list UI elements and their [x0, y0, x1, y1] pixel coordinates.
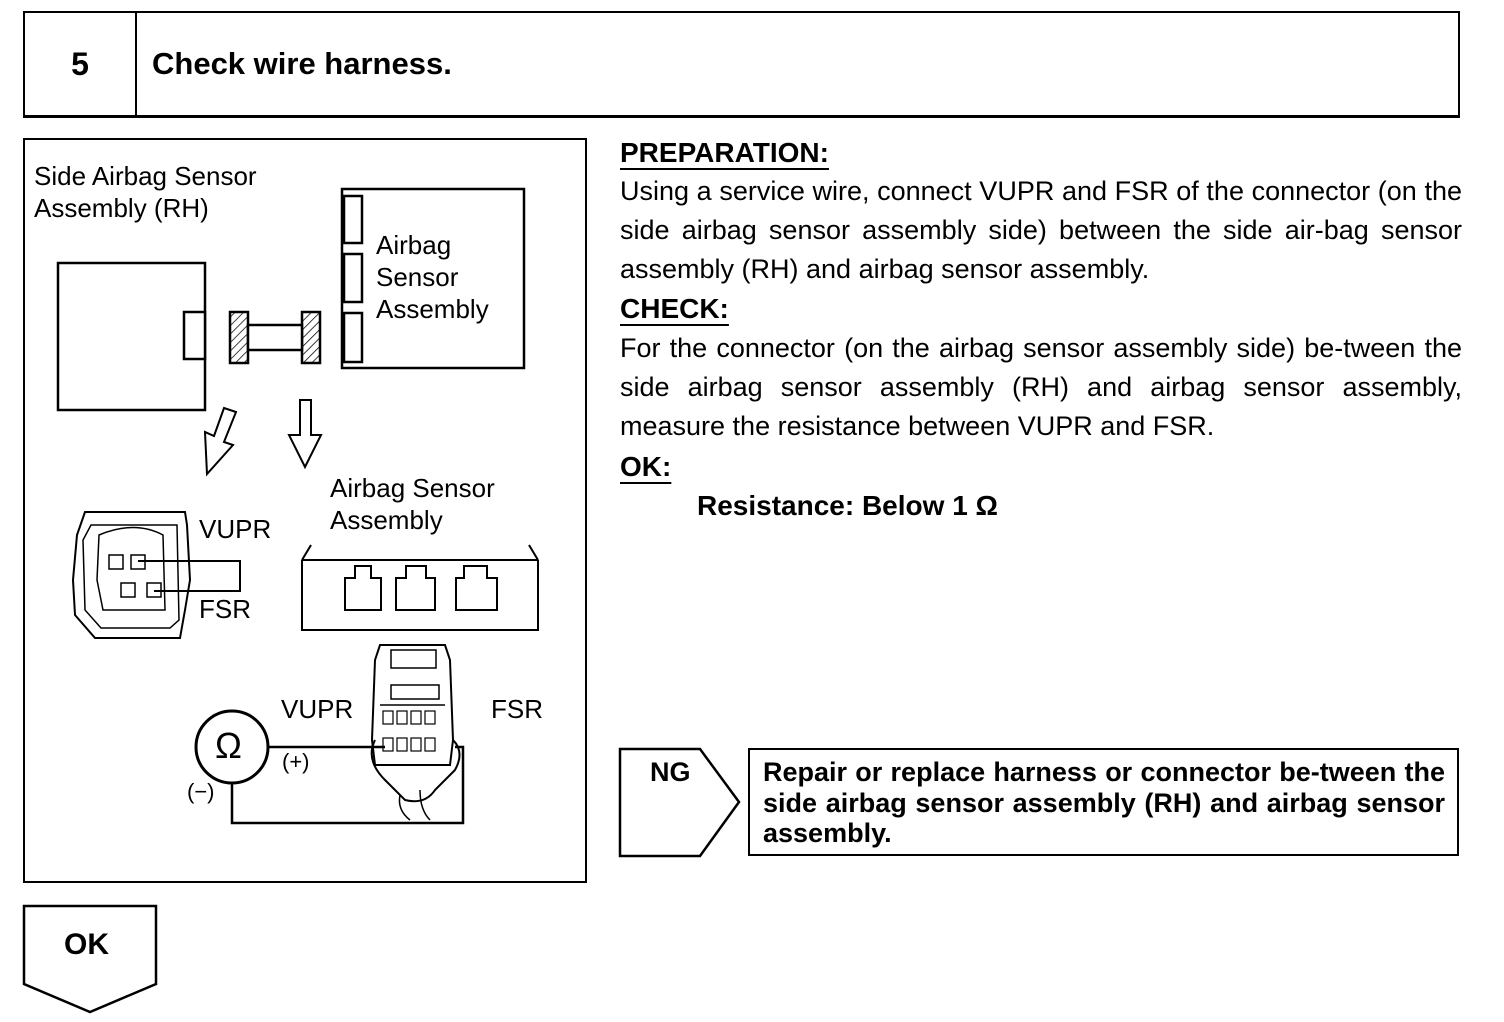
step-header: 5 Check wire harness.	[23, 11, 1460, 118]
harness-wire	[246, 323, 304, 352]
plus-lead-label: (+)	[282, 749, 310, 774]
side-sensor-label-2: Assembly (RH)	[34, 193, 209, 223]
preparation-text: Using a service wire, connect VUPR and F…	[620, 176, 1462, 284]
meter-vupr-label: VUPR	[281, 694, 354, 724]
service-wire	[138, 560, 241, 592]
airbag-sensor-port-2	[342, 252, 364, 304]
minus-lead-label: (−)	[187, 779, 215, 804]
step-number: 5	[25, 13, 137, 115]
diagram-drawing	[56, 187, 539, 825]
airbag-sensor-body	[340, 187, 526, 370]
check-text: For the connector (on the airbag sensor …	[620, 333, 1462, 441]
airbag-connector-label-1: Airbag Sensor	[330, 473, 495, 503]
airbag-sensor-port-1	[342, 194, 364, 245]
airbag-sensor-label-2: Sensor	[376, 262, 459, 292]
wiring-diagram: Side Airbag Sensor Assembly (RH) Airbag …	[23, 138, 587, 883]
ok-heading: OK:	[620, 451, 672, 482]
ng-action-box: Repair or replace harness or connector b…	[748, 748, 1459, 856]
resistance-spec: Resistance: Below 1 Ω	[697, 490, 998, 521]
airbag-connector-slot-3	[455, 565, 498, 611]
meter-fsr-label: FSR	[491, 694, 543, 724]
hand	[370, 739, 461, 803]
ohm-symbol: Ω	[215, 725, 242, 766]
check-heading: CHECK:	[620, 293, 729, 324]
airbag-sensor-label-1: Airbag	[376, 230, 452, 260]
connector-vupr-label: VUPR	[199, 514, 272, 544]
airbag-connector-slot-1	[344, 565, 382, 611]
connector-fsr-label: FSR	[199, 594, 251, 624]
lead-negative	[230, 745, 465, 825]
probe-connector	[370, 644, 455, 766]
side-connector-outline	[71, 511, 192, 639]
ng-label: NG	[650, 757, 691, 787]
arrow-down-left	[203, 406, 238, 477]
harness-plug-left	[228, 310, 250, 365]
ng-arrow-icon	[618, 747, 741, 858]
ok-label: OK	[64, 928, 109, 961]
terminal-vupr-1	[108, 554, 124, 570]
preparation-heading: PREPARATION:	[620, 137, 829, 168]
ok-arrow-icon	[22, 904, 158, 1014]
arrow-down	[287, 399, 323, 470]
side-sensor-port	[182, 310, 207, 361]
airbag-connector-slot-2	[395, 565, 436, 611]
harness-plug-right	[300, 310, 322, 365]
terminal-fsr-1	[120, 582, 136, 598]
side-sensor-label: Side Airbag Sensor	[34, 161, 257, 191]
airbag-connector-label-2: Assembly	[330, 505, 443, 535]
airbag-sensor-port-3	[342, 311, 364, 364]
airbag-connector-housing	[301, 544, 539, 631]
step-title: Check wire harness.	[152, 46, 452, 81]
airbag-sensor-label-3: Assembly	[376, 294, 489, 324]
